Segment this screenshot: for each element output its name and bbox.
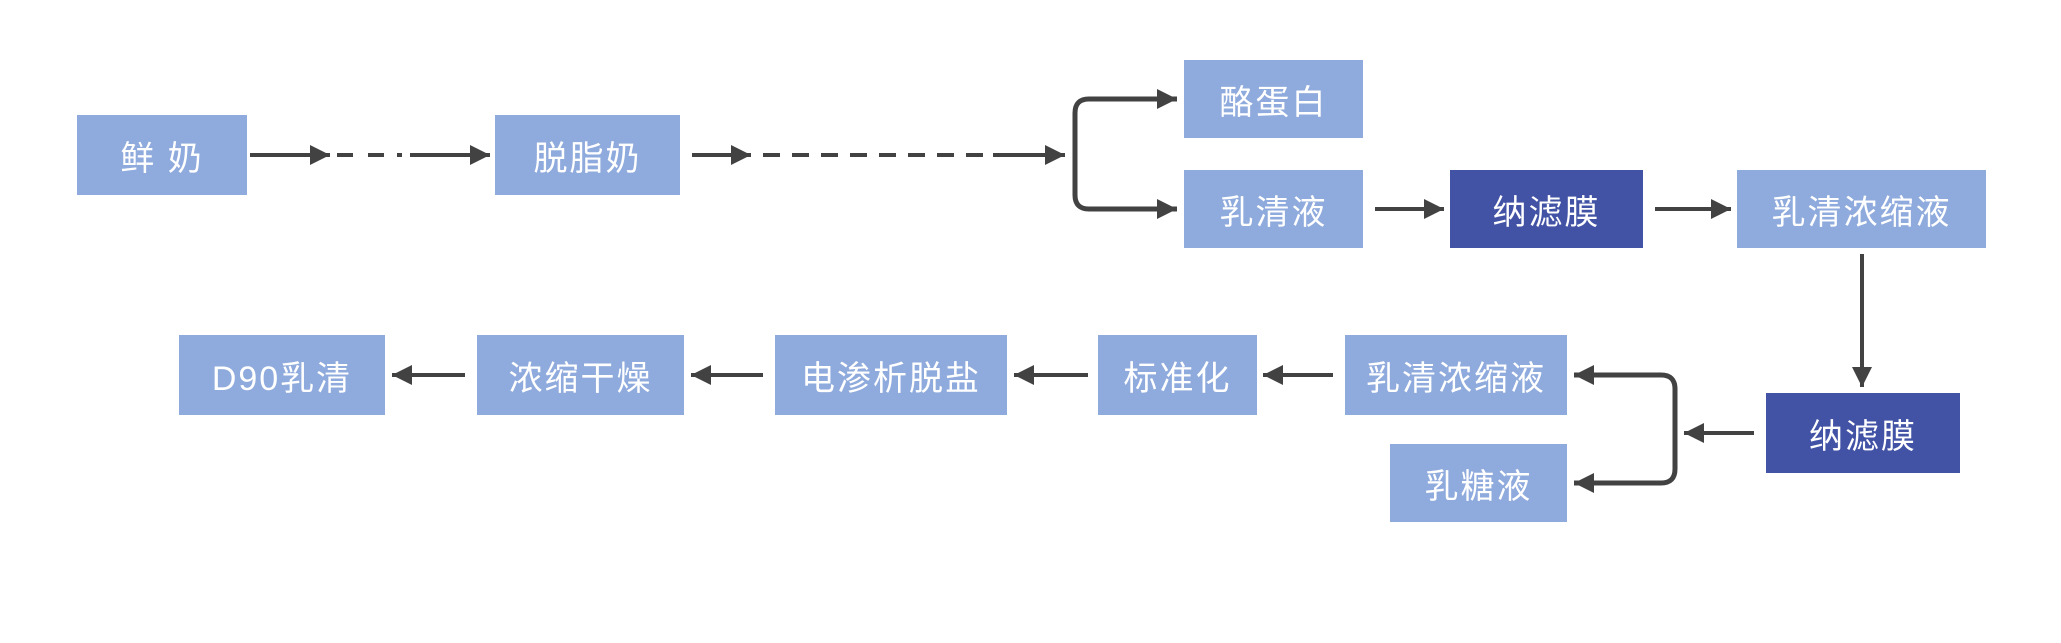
node-nanofiltration-membrane-2-label: 纳滤膜 — [1809, 417, 1917, 456]
edge-branch2-elbow — [1574, 372, 1678, 486]
node-nanofiltration-membrane-1-label: 纳滤膜 — [1492, 193, 1601, 232]
node-whey-concentrate-2: 乳清浓缩液 — [1345, 335, 1567, 415]
node-casein: 酪蛋白 — [1184, 60, 1363, 138]
node-skim-milk-label: 脱脂奶 — [533, 139, 642, 178]
node-electrodialysis-desalting: 电渗析脱盐 — [775, 335, 1007, 415]
node-lactose-liquid: 乳糖液 — [1390, 444, 1567, 522]
node-d90-whey-label: D90乳清 — [211, 359, 353, 398]
edge-branch1-elbow — [1072, 96, 1177, 212]
node-concentration-drying: 浓缩干燥 — [477, 335, 684, 415]
node-fresh-milk: 鲜 奶 — [77, 115, 247, 195]
node-whey-liquid-label: 乳清液 — [1219, 193, 1328, 232]
node-lactose-liquid-label: 乳糖液 — [1424, 467, 1533, 506]
node-casein-label: 酪蛋白 — [1219, 83, 1328, 122]
node-standardization: 标准化 — [1098, 335, 1257, 415]
node-concentration-drying-label: 浓缩干燥 — [508, 359, 653, 398]
node-whey-concentrate-1: 乳清浓缩液 — [1737, 170, 1986, 248]
node-whey-liquid: 乳清液 — [1184, 170, 1363, 248]
node-nanofiltration-membrane-2: 纳滤膜 — [1766, 393, 1960, 473]
node-skim-milk: 脱脂奶 — [495, 115, 680, 195]
node-d90-whey: D90乳清 — [179, 335, 385, 415]
node-electrodialysis-desalting-label: 电渗析脱盐 — [801, 359, 981, 398]
node-standardization-label: 标准化 — [1123, 359, 1232, 398]
node-whey-concentrate-1-label: 乳清浓缩液 — [1771, 193, 1952, 232]
node-fresh-milk-label: 鲜 奶 — [120, 139, 204, 178]
node-whey-concentrate-2-label: 乳清浓缩液 — [1366, 359, 1546, 398]
node-nanofiltration-membrane-1: 纳滤膜 — [1450, 170, 1643, 248]
